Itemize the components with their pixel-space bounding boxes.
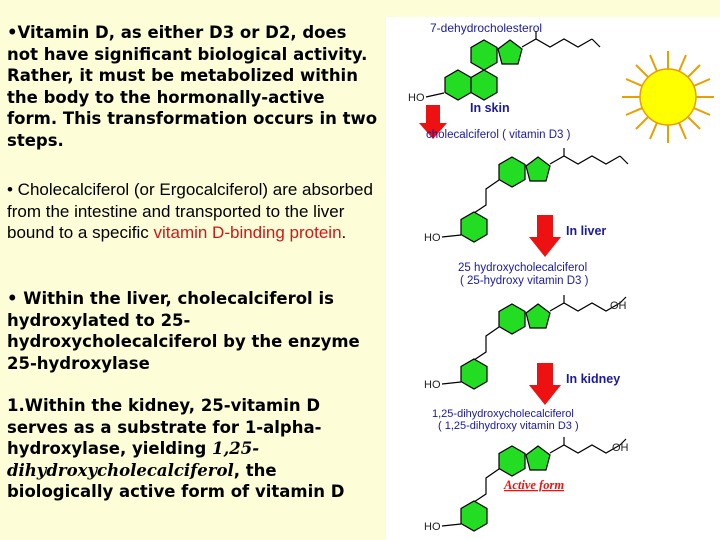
metabolism-diagram-svg: 7-dehydrocholesterol HO (408, 21, 714, 533)
paragraph-absorption: • Cholecalciferol (or Ergocalciferol) ar… (7, 179, 379, 244)
label-cholecalciferol: cholecalciferol ( vitamin D3 ) (426, 129, 571, 141)
oh-group-4: OH (612, 442, 629, 454)
kidney-text-end: , the biologically active form of vitami… (7, 460, 345, 502)
ho-group-2: HO (424, 232, 441, 244)
oh-group-3: OH (610, 300, 627, 312)
arrow-in-kidney (529, 363, 561, 405)
structure-1-25-dihydroxycholecalciferol: OH HO (424, 437, 629, 533)
label-1-25-dihydroxycholecalciferol: 1,25-dihydroxycholecalciferol (432, 408, 574, 420)
step-in-skin: In skin (470, 101, 510, 115)
paragraph-kidney-step: 1.Within the kidney, 25-vitamin D serves… (7, 395, 379, 503)
paragraph-vitamin-d-activity: •Vitamin D, as either D3 or D2, does not… (7, 23, 378, 150)
arrow-in-liver (529, 215, 561, 257)
structure-7-dehydrocholesterol: HO (408, 31, 601, 104)
ho-group-1: HO (408, 92, 425, 104)
metabolism-diagram: 7-dehydrocholesterol HO (386, 17, 720, 540)
kidney-text: 1.Within the kidney, 25-vitamin D serves… (7, 396, 322, 458)
structure-25-hydroxycholecalciferol: OH HO (424, 295, 627, 391)
label-1-25-dihydroxy-vitamin-d3: ( 1,25-dihydroxy vitamin D3 ) (438, 420, 579, 432)
absorption-text-end: . (341, 223, 347, 242)
label-active-form: Active form (503, 478, 564, 492)
absorption-text: • Cholecalciferol (or Ergocalciferol) ar… (7, 180, 373, 242)
step-in-liver: In liver (566, 224, 606, 238)
active-compound-name: 1,25-dihydroxycholecalciferol (7, 439, 260, 480)
title-7-dehydrocholesterol: 7-dehydrocholesterol (430, 21, 542, 35)
label-25-hydroxycholecalciferol: 25 hydroxycholecalciferol (458, 262, 587, 274)
ho-group-3: HO (424, 379, 441, 391)
step-in-kidney: In kidney (566, 372, 620, 386)
sun-icon (622, 51, 714, 143)
paragraph-liver-step: • Within the liver, cholecalciferol is h… (7, 289, 360, 373)
structure-cholecalciferol: HO (424, 148, 629, 244)
arrow-in-skin (419, 105, 447, 139)
binding-protein-highlight: vitamin D-binding protein (153, 223, 342, 242)
label-25-hydroxy-vitamin-d3: ( 25-hydroxy vitamin D3 ) (460, 275, 589, 287)
ho-group-4: HO (424, 521, 441, 533)
